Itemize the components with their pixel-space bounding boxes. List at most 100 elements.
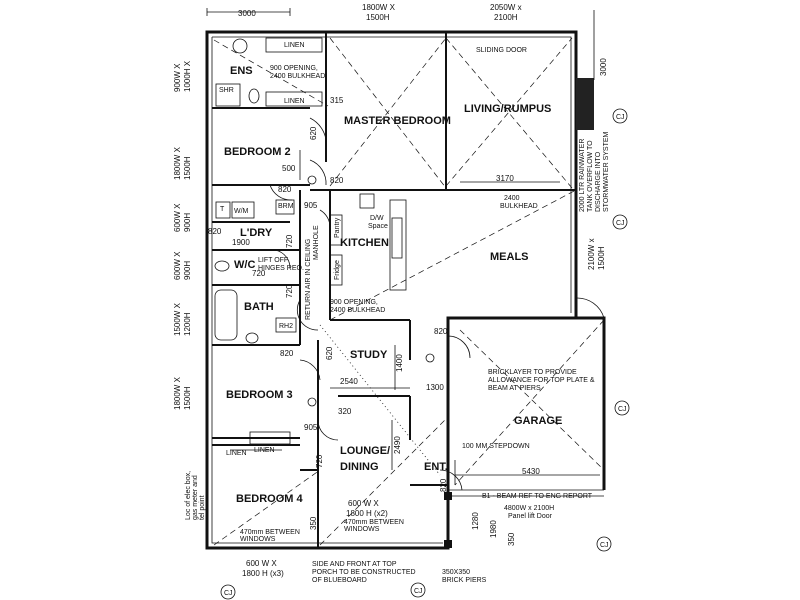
wc-toilet	[214, 260, 230, 272]
dim-window-lounge-b: 1800 H (x2)	[346, 509, 388, 518]
dim-window-left4b: 900H	[183, 261, 192, 280]
linen-bed3	[249, 431, 291, 445]
tank-note-c: DISCHARGE INTO	[595, 151, 602, 212]
brm-box	[275, 199, 295, 215]
brick-pier-1	[444, 492, 452, 500]
dim-1280: 1280	[471, 512, 480, 530]
piers-note-b: BRICK PIERS	[442, 577, 487, 584]
dim-315: 315	[330, 96, 344, 105]
dim-320: 320	[338, 407, 352, 416]
dim-window-lounge-a: 600 W X	[348, 499, 379, 508]
bath-basin	[245, 332, 259, 344]
tank-note-a: 2000 LTR RAINWATER	[579, 139, 586, 212]
shower-label: SHR	[219, 87, 234, 94]
smoke-detector-2	[307, 397, 317, 407]
dashed-ceiling-lines	[213, 37, 605, 546]
ensuite-basin	[232, 38, 248, 54]
dim-window-top2a: 2050W x	[490, 3, 522, 12]
ensuite-toilet	[248, 88, 260, 104]
bricklayer-note-b: ALLOWANCE FOR TOP PLATE &	[488, 377, 595, 384]
cooktop	[359, 193, 375, 209]
fridge-label: Fridge	[334, 260, 341, 280]
dim-window-right1a: 2100W x	[587, 238, 596, 270]
window-spacing-note-d: WINDOWS	[344, 526, 380, 533]
fixtures	[214, 37, 452, 548]
ensuite-shower	[215, 83, 241, 107]
dim-window-bed4-b: 1800 H (x3)	[242, 569, 284, 578]
dim-window-left5a: 1500W X	[173, 302, 182, 336]
room-lounge: LOUNGE/	[340, 445, 390, 457]
ensuite-linen-2	[265, 91, 323, 107]
piers-note-a: 350X350	[442, 569, 470, 576]
dim-window-left1a: 900W X	[173, 63, 182, 92]
linen-label-2: LINEN	[284, 98, 305, 105]
room-bedroom-3: BEDROOM 3	[226, 389, 293, 401]
stepdown-note: 100 MM STEPDOWN	[462, 443, 530, 450]
dim-820a: 820	[278, 185, 292, 194]
kitchen-sink	[391, 217, 403, 259]
dw-space-label: Space	[368, 223, 388, 230]
garage-door-note-a: 4800W x 2100H	[504, 505, 554, 512]
dim-620a: 620	[309, 126, 318, 140]
cj-marker-5: CJ	[224, 590, 233, 597]
cj-marker-2: CJ	[616, 220, 625, 227]
dw-label: D/W	[370, 215, 384, 222]
tank-note-b: TANK OVERFLOW TO	[587, 140, 594, 212]
trough-label: T	[220, 206, 225, 213]
tank-note-d: STORMWATER SYSTEM	[603, 131, 610, 212]
linen-label-4: LINEN	[226, 450, 247, 457]
room-study: STUDY	[350, 349, 388, 361]
bulkhead-note-b: BULKHEAD	[500, 203, 538, 210]
bath-tub	[214, 289, 238, 341]
dim-905a: 905	[304, 201, 318, 210]
dim-720d: 720	[315, 454, 324, 468]
sliding-door-note: SLIDING DOOR	[476, 47, 527, 54]
dim-1980: 1980	[489, 520, 498, 538]
opening-note-1b: 2400 BULKHEAD	[270, 73, 325, 80]
room-dining: DINING	[340, 461, 379, 473]
room-bedroom-4: BEDROOM 4	[236, 493, 304, 505]
dim-window-left4a: 600W X	[173, 251, 182, 280]
room-master-bedroom: MASTER BEDROOM	[344, 115, 451, 127]
dim-720c: 720	[285, 284, 294, 298]
porch-note-b: PORCH TO BE CONSTRUCTED	[312, 569, 416, 576]
bulkhead-note-a: 2400	[504, 195, 520, 202]
rainwater-tank	[576, 78, 594, 130]
dim-820d: 820	[280, 349, 294, 358]
ensuite-linen	[265, 37, 323, 53]
opening-note-2a: 900 OPENING,	[330, 299, 378, 306]
cj-marker-3: CJ	[618, 406, 627, 413]
dim-820f: 820	[439, 478, 448, 492]
room-meals: MEALS	[490, 251, 529, 263]
laundry-trough	[215, 201, 231, 219]
dim-window-left5b: 1200H	[183, 312, 192, 336]
elec-note-a: Loc of elec box,	[185, 471, 192, 520]
liftoff-note-b: HINGES REQ.	[258, 265, 304, 272]
dim-window-right1b: 1500H	[597, 246, 606, 270]
dim-2540: 2540	[340, 377, 358, 386]
bricklayer-note-a: BRICKLAYER TO PROVIDE	[488, 369, 577, 376]
dim-right-3000: 3000	[599, 58, 608, 76]
dim-window-left6a: 1800W X	[173, 376, 182, 410]
cj-marker-6: CJ	[414, 588, 423, 595]
dim-window-left1b: 1000H X	[183, 60, 192, 92]
dim-720a: 720	[285, 234, 294, 248]
room-entry: ENT.	[424, 461, 448, 473]
room-laundry: L'DRY	[240, 227, 273, 239]
window-spacing-note-a: 470mm BETWEEN	[240, 529, 300, 536]
external-walls	[205, 30, 606, 550]
dim-820b: 820	[330, 176, 344, 185]
dim-window-bed4-a: 600 W X	[246, 559, 277, 568]
dim-top-3000: 3000	[238, 9, 256, 18]
dim-window-left6b: 1500H	[183, 386, 192, 410]
kitchen-bench	[389, 199, 407, 291]
dim-620b: 620	[325, 346, 334, 360]
window-spacing-note-b: WINDOWS	[240, 536, 276, 543]
pantry-label: Pantry	[334, 217, 341, 238]
dim-window-top1b: 1500H	[366, 13, 390, 22]
bricklayer-note-c: BEAM AT PIERS	[488, 385, 541, 392]
window-spacing-note-c: 470mm BETWEEN	[344, 519, 404, 526]
cj-marker-1: CJ	[616, 114, 625, 121]
room-garage: GARAGE	[514, 415, 562, 427]
